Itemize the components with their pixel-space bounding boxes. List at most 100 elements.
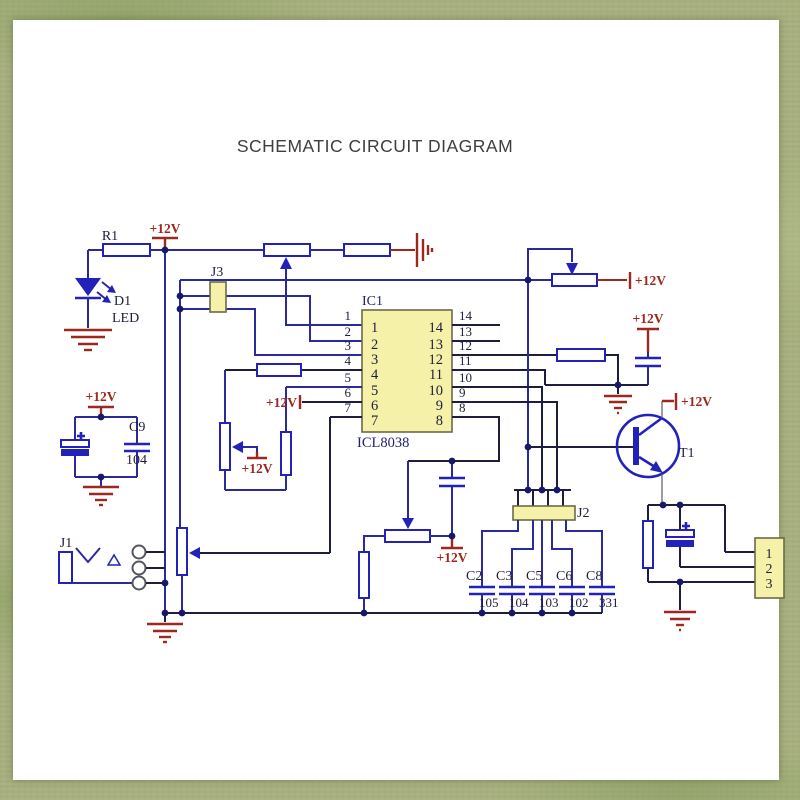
ground-top-right bbox=[415, 233, 434, 267]
ic-pin-label: 2 bbox=[345, 324, 352, 339]
ic-pin-label: 7 bbox=[345, 400, 352, 415]
connector-output bbox=[754, 537, 785, 599]
resistor-top2 bbox=[343, 243, 391, 257]
jumper-j3 bbox=[209, 281, 227, 313]
ground-output bbox=[664, 582, 696, 632]
capacitor-bank bbox=[469, 585, 615, 613]
ic-pin-label: 9 bbox=[459, 385, 466, 400]
cap-value: 104 bbox=[509, 595, 529, 610]
pot-volume-wiper-arrow bbox=[189, 547, 200, 559]
resistor-bottom-mid bbox=[358, 551, 370, 599]
page-title: SCHEMATIC CIRCUIT DIAGRAM bbox=[237, 136, 513, 156]
vcc-label: +12V bbox=[437, 550, 468, 565]
ic-pin-inside: 3 bbox=[371, 352, 378, 368]
ic-pin-label: 8 bbox=[459, 400, 466, 415]
ground-mid-right bbox=[604, 385, 632, 415]
cap-value: 103 bbox=[539, 595, 559, 610]
ground-bottom-left bbox=[147, 613, 183, 644]
capacitor-c9 bbox=[124, 442, 150, 453]
label-c9-value: 104 bbox=[126, 453, 147, 468]
pot-left-wiper-arrow bbox=[232, 441, 243, 453]
pot-top-right-loop bbox=[527, 248, 632, 490]
cap-value: 102 bbox=[569, 595, 589, 610]
vcc-label: +12V bbox=[150, 221, 181, 236]
top-left-section bbox=[64, 233, 434, 352]
ic-pin-inside: 7 bbox=[371, 413, 378, 429]
label-d1: D1 bbox=[114, 294, 131, 309]
ic-pin-label: 6 bbox=[345, 385, 352, 400]
vcc-label: +12V bbox=[86, 389, 117, 404]
led-ray-arrow bbox=[102, 295, 111, 303]
resistor-pin4 bbox=[256, 363, 302, 377]
pot-freq-wiper-arrow bbox=[402, 518, 414, 529]
ic-pin-inside: 2 bbox=[371, 337, 378, 353]
jack-terminal bbox=[131, 575, 147, 591]
label-j1: J1 bbox=[60, 536, 72, 551]
cap-value: 105 bbox=[479, 595, 499, 610]
c9-block bbox=[60, 405, 150, 507]
vcc-label: +12V bbox=[635, 273, 666, 288]
led-ray-arrow bbox=[107, 285, 116, 293]
j2-block bbox=[469, 489, 615, 613]
ground-led bbox=[64, 328, 112, 352]
resistor-left-vert bbox=[280, 431, 292, 476]
t1-emitter-arrow bbox=[650, 461, 663, 473]
vcc-tick-t1 bbox=[662, 393, 678, 410]
ground-c9 bbox=[83, 477, 119, 507]
resistor-right-mid bbox=[556, 348, 606, 362]
led-d1 bbox=[75, 278, 116, 328]
potentiometer-left-vert bbox=[219, 422, 231, 471]
ic-pin-label: 14 bbox=[459, 308, 473, 323]
jack-terminal bbox=[131, 544, 147, 560]
cap-name: C5 bbox=[526, 569, 542, 584]
pot-right-wiper-arrow bbox=[566, 263, 578, 275]
vcc-label: +12V bbox=[242, 461, 273, 476]
ic-pin-label: 3 bbox=[345, 338, 352, 353]
label-ic-part: ICL8038 bbox=[357, 435, 409, 451]
potentiometer-freq bbox=[384, 529, 431, 543]
vcc-label: +12V bbox=[633, 311, 664, 326]
ic-pin-label: 5 bbox=[345, 370, 352, 385]
cap-value: 331 bbox=[599, 595, 619, 610]
jack-j1-body bbox=[58, 551, 73, 584]
label-r1: R1 bbox=[102, 229, 118, 244]
ic-pin-inside: 8 bbox=[436, 413, 443, 429]
electrolytic-cap-output bbox=[665, 505, 755, 568]
label-c9: C9 bbox=[129, 420, 145, 435]
jumper-j2 bbox=[512, 505, 576, 521]
connector-pin-label: 1 bbox=[766, 547, 773, 562]
label-ic1: IC1 bbox=[362, 294, 383, 309]
ic-pin-label: 12 bbox=[459, 338, 472, 353]
vcc-label: +12V bbox=[681, 394, 712, 409]
ic-pin-inside: 13 bbox=[429, 337, 444, 353]
ic-pin-inside: 14 bbox=[429, 320, 444, 336]
cap-name: C3 bbox=[496, 569, 512, 584]
label-t1: T1 bbox=[679, 446, 695, 461]
cap-name: C6 bbox=[556, 569, 572, 584]
ic-pin-label: 1 bbox=[345, 308, 352, 323]
cap-name: C2 bbox=[466, 569, 482, 584]
label-led: LED bbox=[112, 311, 139, 326]
ic-pin-label: 11 bbox=[459, 353, 472, 368]
ic-pin-inside: 6 bbox=[371, 398, 378, 414]
bottom-middle-section bbox=[358, 461, 465, 613]
cap-name: C8 bbox=[586, 569, 602, 584]
capacitor-mid bbox=[439, 461, 465, 536]
connector-pin-label: 2 bbox=[766, 562, 773, 577]
jack-switch-triangle bbox=[106, 553, 122, 566]
resistor-output bbox=[642, 520, 654, 569]
vcc-label: +12V bbox=[266, 395, 297, 410]
ic-pin-inside: 12 bbox=[429, 352, 444, 368]
ic-pin-inside: 10 bbox=[429, 383, 444, 399]
ic-pin-inside: 11 bbox=[429, 367, 443, 383]
connector-pin-label: 3 bbox=[766, 577, 773, 592]
potentiometer-top-right bbox=[551, 273, 598, 287]
j1-block bbox=[58, 527, 330, 644]
potentiometer-top bbox=[263, 243, 311, 257]
text-labels: SCHEMATIC CIRCUIT DIAGRAM R1 +12V D1 LED… bbox=[60, 136, 773, 610]
ic-pin-inside: 9 bbox=[436, 398, 443, 414]
transistor-t1 bbox=[615, 393, 681, 505]
t1-base-bar bbox=[633, 427, 639, 465]
